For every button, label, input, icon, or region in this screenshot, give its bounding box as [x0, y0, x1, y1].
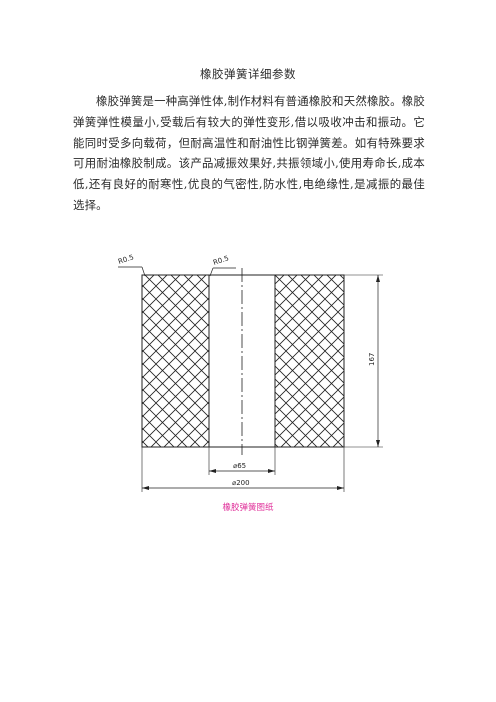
- description-paragraph: 橡胶弹簧是一种高弹性体,制作材料有普通橡胶和天然橡胶。橡胶弹簧弹性模量小,受载后…: [73, 94, 425, 212]
- right-rubber-section: [274, 274, 345, 448]
- figure-caption: 橡胶弹簧图纸: [222, 503, 274, 513]
- left-rubber-section: [141, 274, 210, 448]
- inner-diameter-label: ⌀65: [233, 462, 246, 470]
- radius-left-label: R0.5: [117, 253, 135, 266]
- outer-diameter-label: ⌀200: [232, 479, 250, 487]
- radius-right-label: R0.5: [212, 254, 230, 267]
- height-label: 167: [368, 353, 376, 366]
- page-title: 橡胶弹簧详细参数: [200, 67, 296, 81]
